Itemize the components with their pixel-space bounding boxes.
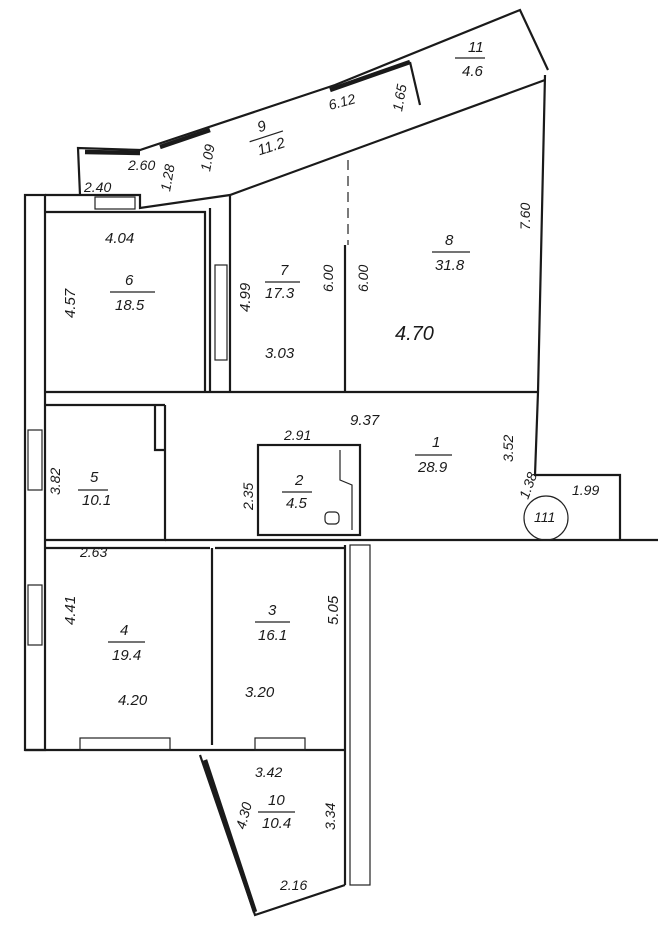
room-10-number: 10 [268, 792, 285, 809]
room-6-area: 18.5 [115, 297, 145, 314]
dim: 3.20 [245, 684, 275, 701]
room-2-area: 4.5 [286, 495, 308, 512]
dim: 2.63 [79, 544, 107, 560]
dim: 7.60 [517, 203, 533, 230]
dim: 4.41 [62, 596, 79, 625]
dim: 3.34 [322, 803, 338, 830]
room-10-area: 10.4 [262, 815, 291, 832]
room-8-area: 31.8 [435, 257, 465, 274]
dim: 6.00 [355, 265, 371, 292]
room-5-number: 5 [90, 469, 99, 486]
room-7-area: 17.3 [265, 285, 295, 302]
room-2-number: 2 [294, 472, 304, 489]
dim: 1.28 [157, 163, 178, 193]
dim: 1.38 [516, 470, 540, 501]
dim: 4.20 [118, 692, 148, 709]
dim: 1.09 [197, 143, 218, 173]
room-3-number: 3 [268, 602, 277, 619]
room-3-area: 16.1 [258, 627, 287, 644]
dim: 2.35 [240, 483, 256, 511]
dim: 2.60 [127, 157, 155, 173]
room-4-area: 19.4 [112, 647, 141, 664]
dim: 6.12 [327, 90, 358, 113]
dim: 1.99 [572, 482, 599, 498]
room-11-area: 4.6 [462, 63, 484, 80]
dim: 2.40 [83, 179, 111, 195]
room-6-number: 6 [125, 272, 134, 289]
dim: 2.91 [283, 427, 311, 443]
dim: 4.04 [105, 230, 134, 247]
dim: 4.70 [395, 323, 434, 345]
room-5-area: 10.1 [82, 492, 111, 509]
room-11-number: 11 [468, 39, 484, 56]
dim: 2.16 [279, 877, 307, 893]
room-8-number: 8 [445, 232, 454, 249]
room-1-number: 1 [432, 434, 440, 451]
room-9-number: 9 [255, 117, 269, 136]
dim: 4.99 [237, 282, 254, 312]
dim: 6.00 [320, 265, 336, 292]
walls [23, 8, 658, 917]
dimension-labels: 2.40 2.60 1.28 1.09 6.12 1.65 4.04 4.57 … [47, 83, 599, 893]
dim: 3.03 [265, 345, 295, 362]
dim: 3.82 [47, 468, 63, 495]
dim: 3.42 [255, 764, 282, 780]
room-7-number: 7 [280, 262, 289, 279]
dim: 1.65 [389, 83, 410, 113]
dim: 5.05 [325, 595, 342, 625]
room-labels: 8 31.8 7 17.3 6 18.5 1 28.9 2 4.5 5 10.1… [78, 39, 485, 832]
dim: 4.57 [62, 288, 79, 318]
dim: 4.30 [232, 800, 255, 831]
room-1-area: 28.9 [417, 459, 448, 476]
stair-circle [523, 495, 569, 541]
room-4-number: 4 [120, 622, 128, 639]
dim: 3.52 [500, 435, 516, 462]
dim: 9.37 [350, 412, 380, 429]
stair-mark: 111 [534, 509, 555, 525]
